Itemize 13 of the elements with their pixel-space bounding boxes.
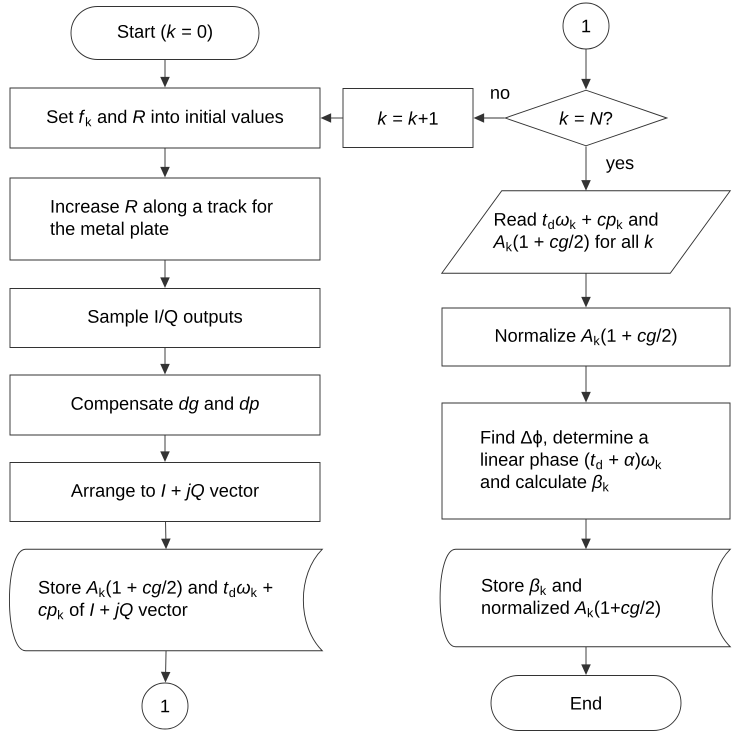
- terminal-box: End: [490, 675, 682, 731]
- stored-data-shape: Store A$_{k}$(1 + cg/2) and t$_{d}$ω$_{k}$ + cp$_{k}$ of I + jQ vector: [8, 548, 323, 652]
- terminal-box: Start (k = 0): [70, 6, 260, 60]
- process-box: Normalize A$_{k}$(1 + cg/2): [442, 308, 730, 366]
- process-box: Set f$_{k}$ and R into initial values: [10, 88, 320, 148]
- edge-label: yes: [604, 158, 636, 174]
- process-box: Compensate dg and dp: [10, 374, 320, 436]
- process-box: Find Δϕ, determine a linear phase (t$_{d}$ + α)ω$_{k}$ and calculate β$_{k}$: [442, 402, 730, 520]
- process-box: Sample I/Q outputs: [10, 288, 320, 348]
- stored-data-shape: Store β$_{k}$ and normalized A$_{k}$(1+cg/2): [440, 548, 731, 648]
- process-box: Increase R along a track for the metal plate: [10, 178, 320, 260]
- process-box: Arrange to I + jQ vector: [10, 462, 320, 522]
- process-box: k = k+1: [342, 88, 474, 148]
